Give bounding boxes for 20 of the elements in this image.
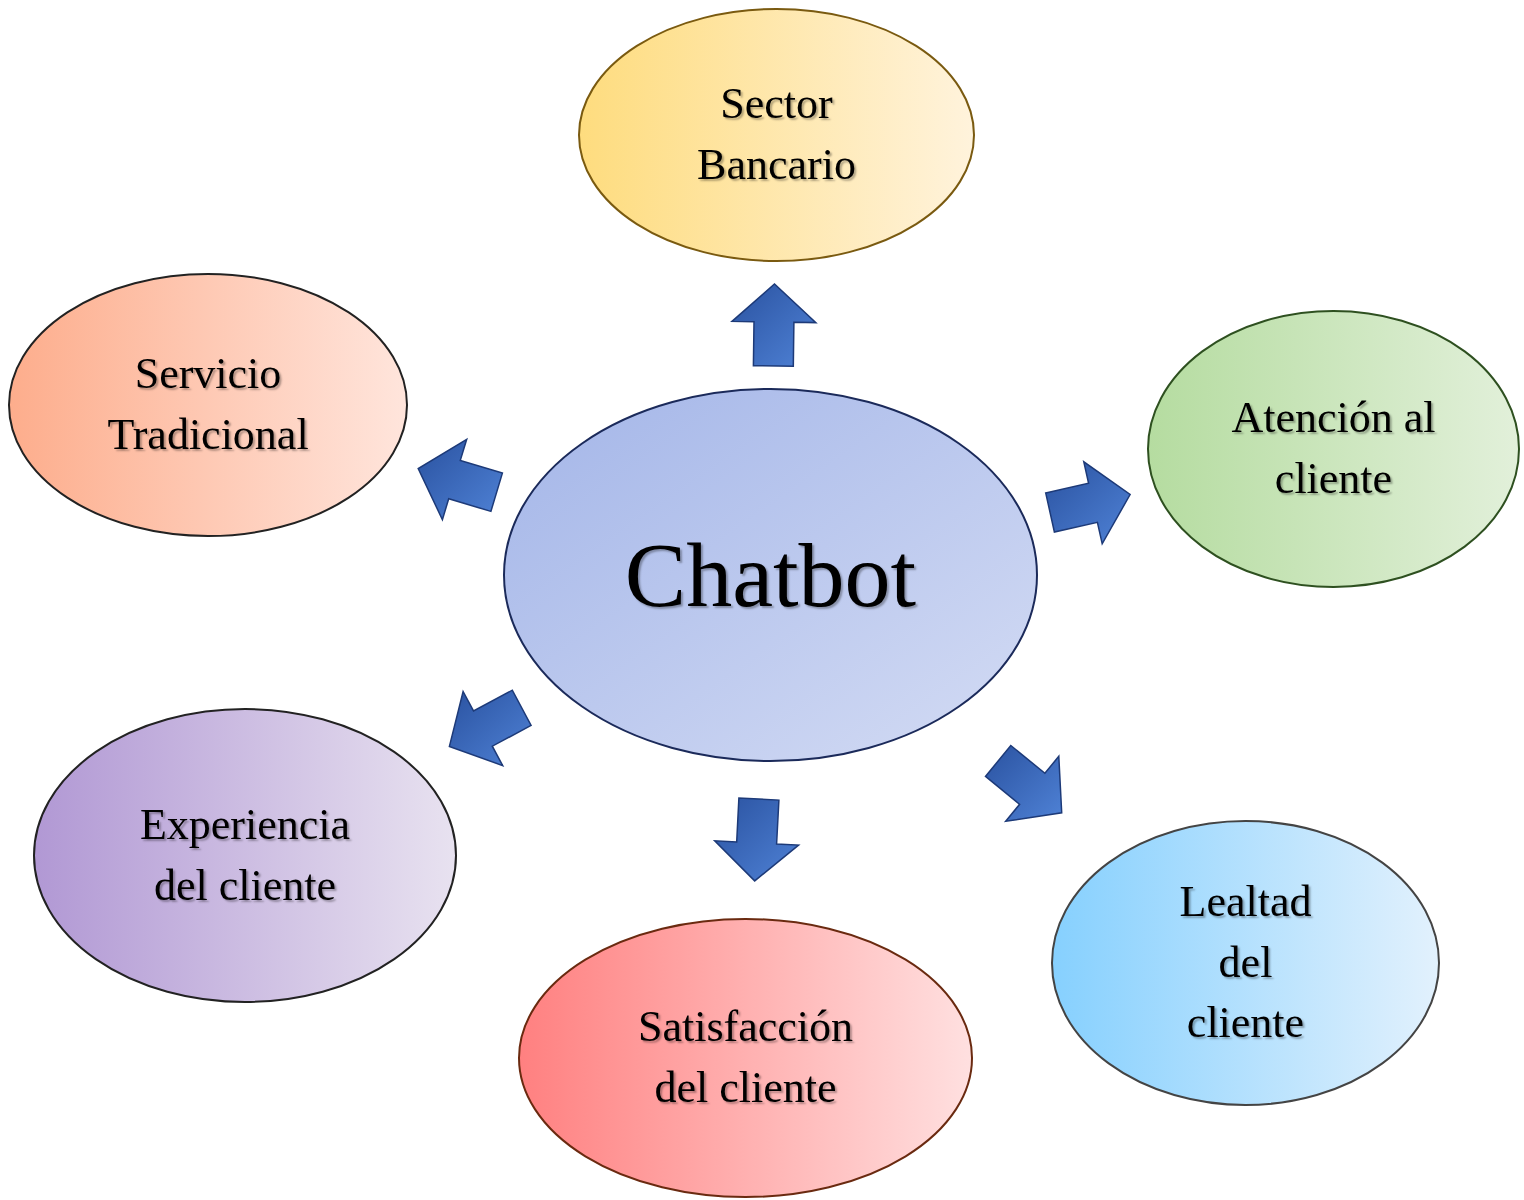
block-arrow xyxy=(448,689,533,767)
node-label: Atención al cliente xyxy=(1230,392,1437,505)
block-arrow xyxy=(984,744,1063,823)
ellipse-node xyxy=(578,8,975,262)
ellipse-node xyxy=(1147,310,1520,588)
ellipse-node xyxy=(33,708,457,1003)
ellipse-node xyxy=(518,918,973,1198)
ellipse-node xyxy=(1051,820,1440,1106)
block-arrow xyxy=(730,283,818,368)
node-label: Experiencia del cliente xyxy=(138,798,352,912)
center-title: Chatbot xyxy=(623,522,918,628)
ellipse-node xyxy=(8,273,408,537)
node-label: Satisfacción del cliente xyxy=(636,1001,854,1114)
block-arrow xyxy=(712,797,801,882)
ellipse-node xyxy=(503,388,1038,762)
node-label: Sector Bancario xyxy=(696,78,857,191)
block-arrow xyxy=(417,437,504,522)
node-label: Lealtad del cliente xyxy=(1178,875,1313,1050)
node-label: Servicio Tradicional xyxy=(106,348,310,461)
block-arrow xyxy=(1044,460,1132,546)
